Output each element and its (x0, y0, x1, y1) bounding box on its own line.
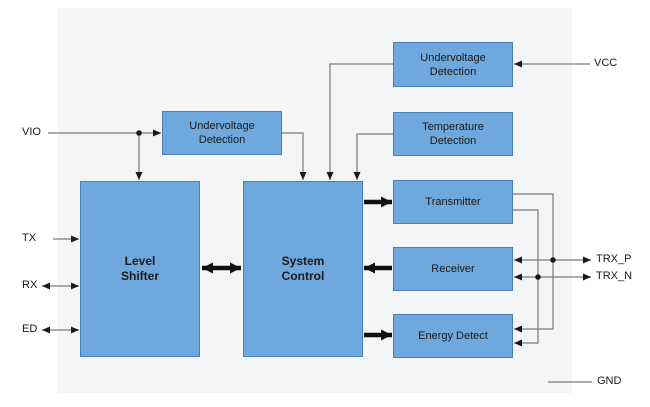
pin-label-vcc: VCC (594, 57, 618, 69)
pin-label-vio: VIO (22, 126, 41, 138)
block-label-line: Level (124, 254, 156, 268)
block-label-line: Shifter (120, 269, 159, 283)
block-label-line: Transmitter (425, 196, 481, 208)
block-energy-detect: Energy Detect (393, 314, 513, 358)
block-undervoltage-detection-vcc: Undervoltage Detection (393, 42, 513, 87)
block-receiver: Receiver (393, 247, 513, 291)
pin-label-trx-n: TRX_N (596, 270, 633, 282)
pin-label-rx: RX (22, 279, 38, 291)
pin-label-tx: TX (22, 232, 37, 244)
pin-label-ed: ED (22, 323, 38, 335)
block-transmitter: Transmitter (393, 180, 513, 224)
block-level-shifter: Level Shifter (80, 181, 200, 357)
block-label-line: Receiver (431, 263, 475, 275)
pin-label-gnd: GND (597, 375, 622, 387)
block-label-line: Undervoltage (420, 51, 486, 64)
block-label-line: System (281, 254, 325, 268)
block-label-line: Detection (429, 135, 477, 147)
block-label-line: Control (281, 269, 325, 283)
block-label-line: Detection (198, 134, 246, 146)
block-label-line: Energy Detect (418, 330, 488, 342)
block-undervoltage-detection-vio: Undervoltage Detection (162, 111, 282, 155)
pin-label-trx-p: TRX_P (596, 253, 632, 265)
block-temperature-detection: Temperature Detection (393, 112, 513, 156)
block-label-line: Temperature (422, 121, 484, 133)
block-system-control: System Control (243, 181, 363, 357)
block-label-line: Detection (429, 65, 477, 78)
block-label-line: Undervoltage (189, 120, 255, 132)
